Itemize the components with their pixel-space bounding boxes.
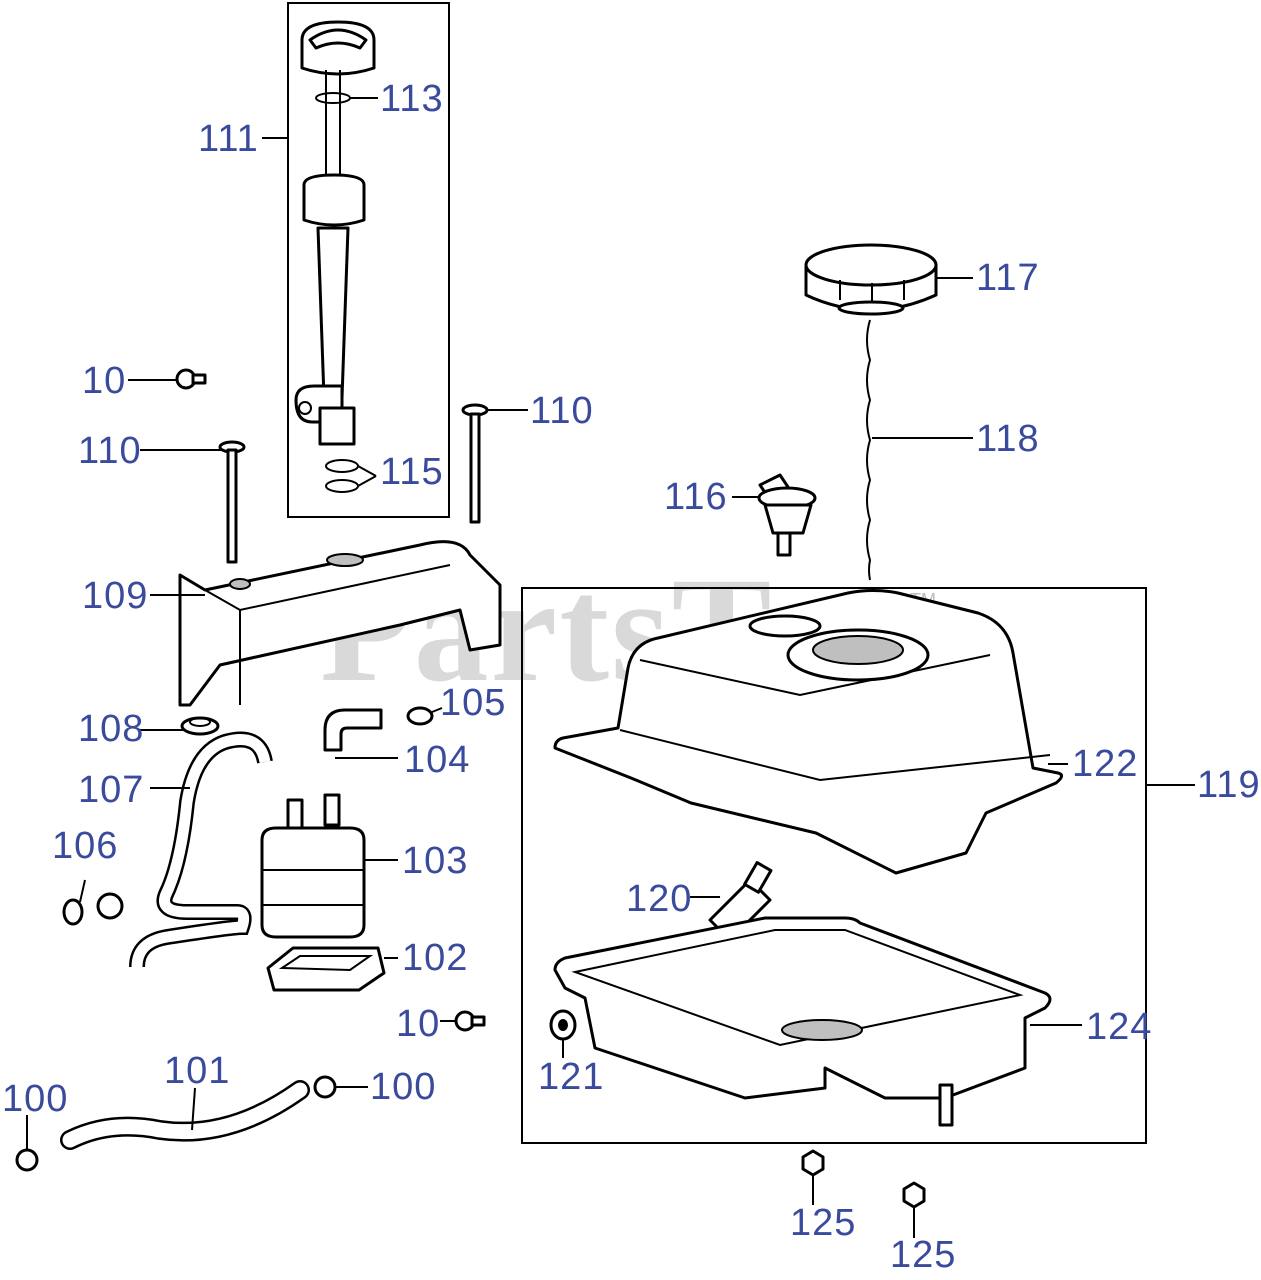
callout-105: 105 xyxy=(440,682,507,724)
fuel-cap-chain xyxy=(866,319,872,581)
fuel-tank-group-frame xyxy=(521,587,1147,1144)
canister-tray xyxy=(266,946,386,992)
fuel-line-clamp-right xyxy=(313,1075,337,1099)
callout-120: 120 xyxy=(626,878,693,920)
callout-125-right: 125 xyxy=(890,1234,957,1276)
callout-124: 124 xyxy=(1086,1006,1153,1048)
callout-118: 118 xyxy=(976,418,1040,460)
tray-grommet xyxy=(549,1009,577,1041)
callout-100-right: 100 xyxy=(370,1066,437,1108)
callout-121: 121 xyxy=(538,1056,605,1098)
leader-lines xyxy=(26,97,1195,1238)
callout-116: 116 xyxy=(664,476,728,518)
callout-104: 104 xyxy=(404,739,471,781)
fuel-tank-tray xyxy=(553,916,1052,1127)
callout-109: 109 xyxy=(82,575,149,617)
screw-bottom xyxy=(454,1010,486,1032)
hose-clamps-pair xyxy=(62,892,124,926)
nut-right xyxy=(902,1181,926,1209)
callout-111: 111 xyxy=(198,118,259,160)
elbow-hose xyxy=(323,708,383,752)
charcoal-canister xyxy=(260,793,366,939)
callout-102: 102 xyxy=(402,937,469,979)
callout-10-bottom: 10 xyxy=(396,1003,441,1045)
fuel-line-clamp-left xyxy=(15,1148,39,1172)
vapor-hose xyxy=(129,731,273,968)
screw-top xyxy=(175,368,207,390)
callout-103: 103 xyxy=(402,840,469,882)
callout-115: 115 xyxy=(380,451,444,493)
callout-110-left: 110 xyxy=(78,430,142,472)
callout-100-left: 100 xyxy=(2,1078,69,1120)
callout-108: 108 xyxy=(78,708,145,750)
callout-113: 113 xyxy=(380,78,444,120)
callout-101: 101 xyxy=(164,1050,231,1092)
vent-valve xyxy=(757,473,817,557)
callout-125-center: 125 xyxy=(790,1202,857,1244)
callout-122: 122 xyxy=(1072,743,1139,785)
callout-107: 107 xyxy=(78,769,145,811)
callout-119: 119 xyxy=(1197,764,1261,806)
bolt-left xyxy=(218,440,246,564)
grommet xyxy=(180,716,220,736)
callout-106: 106 xyxy=(52,825,119,867)
tank-cover xyxy=(178,540,502,707)
callout-110-right: 110 xyxy=(530,390,594,432)
hose-clamp-small xyxy=(406,706,434,726)
nut-center xyxy=(801,1149,825,1177)
bolt-right xyxy=(461,403,489,524)
fuel-tank xyxy=(553,589,1063,875)
dipstick-assembly xyxy=(294,20,376,493)
fuel-cap xyxy=(804,243,938,316)
fuel-line-hose xyxy=(60,1080,310,1150)
callout-117: 117 xyxy=(976,257,1040,299)
dipstick-group-frame xyxy=(287,2,450,518)
callout-10-top: 10 xyxy=(82,360,127,402)
